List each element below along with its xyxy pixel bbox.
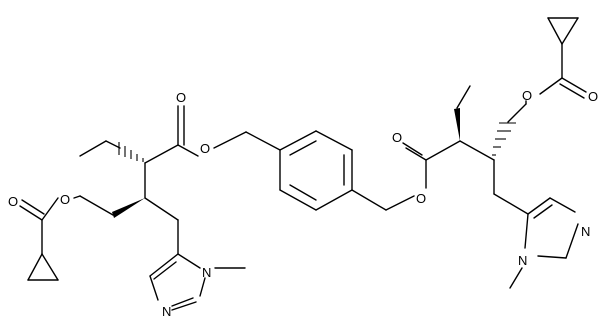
- bond: [402, 142, 423, 156]
- bond: [105, 140, 121, 149]
- bond: [149, 253, 179, 277]
- bond: [456, 85, 471, 109]
- bond: [405, 147, 427, 161]
- bond: [351, 189, 387, 211]
- hashed-bond: [118, 142, 144, 162]
- atom-label: N: [162, 304, 171, 319]
- atom-label: O: [200, 141, 210, 156]
- bond: [79, 140, 107, 157]
- bond: [537, 255, 567, 259]
- bond: [21, 199, 45, 215]
- bond: [289, 140, 317, 156]
- bond: [199, 277, 206, 297]
- atom-label: O: [392, 130, 402, 145]
- bond: [527, 197, 551, 215]
- atom-label: N: [202, 265, 211, 280]
- bond: [493, 193, 529, 215]
- atom-label: O: [588, 89, 598, 104]
- bond: [279, 189, 317, 211]
- atom-label: O: [176, 90, 186, 105]
- bond: [561, 17, 579, 45]
- atom-label: O: [522, 88, 532, 103]
- bond: [171, 297, 194, 307]
- bond: [315, 189, 353, 211]
- bond: [153, 261, 177, 280]
- bond: [41, 253, 59, 281]
- bond: [149, 275, 159, 301]
- bond: [524, 213, 529, 249]
- bond: [559, 83, 585, 99]
- wedge-bond: [454, 108, 460, 141]
- bond: [539, 77, 563, 95]
- bond: [41, 197, 59, 221]
- bond: [144, 144, 179, 164]
- hashed-bond: [492, 122, 516, 156]
- atom-label: N: [581, 224, 590, 239]
- bond: [177, 253, 201, 269]
- bond: [73, 195, 81, 199]
- bond: [279, 130, 317, 151]
- bond: [177, 144, 199, 157]
- bond: [385, 195, 415, 211]
- bond: [213, 131, 247, 149]
- bond: [425, 140, 461, 161]
- bond: [507, 103, 527, 123]
- bond: [245, 131, 281, 151]
- bond: [533, 204, 553, 219]
- atom-label: N: [518, 253, 527, 268]
- bond: [549, 197, 576, 213]
- bond: [79, 195, 114, 216]
- bond: [289, 184, 317, 201]
- bond: [561, 77, 587, 93]
- atom-label: O: [60, 192, 70, 207]
- bond: [509, 267, 523, 289]
- bond: [144, 197, 179, 221]
- atom-label: O: [8, 194, 18, 209]
- bond: [19, 205, 43, 221]
- bond: [565, 223, 579, 259]
- bond: [459, 140, 495, 161]
- bond: [171, 301, 197, 311]
- atom-label: O: [416, 191, 426, 206]
- bond: [547, 17, 563, 45]
- bond: [315, 130, 353, 151]
- wedge-bond: [112, 198, 145, 218]
- bond: [27, 253, 43, 281]
